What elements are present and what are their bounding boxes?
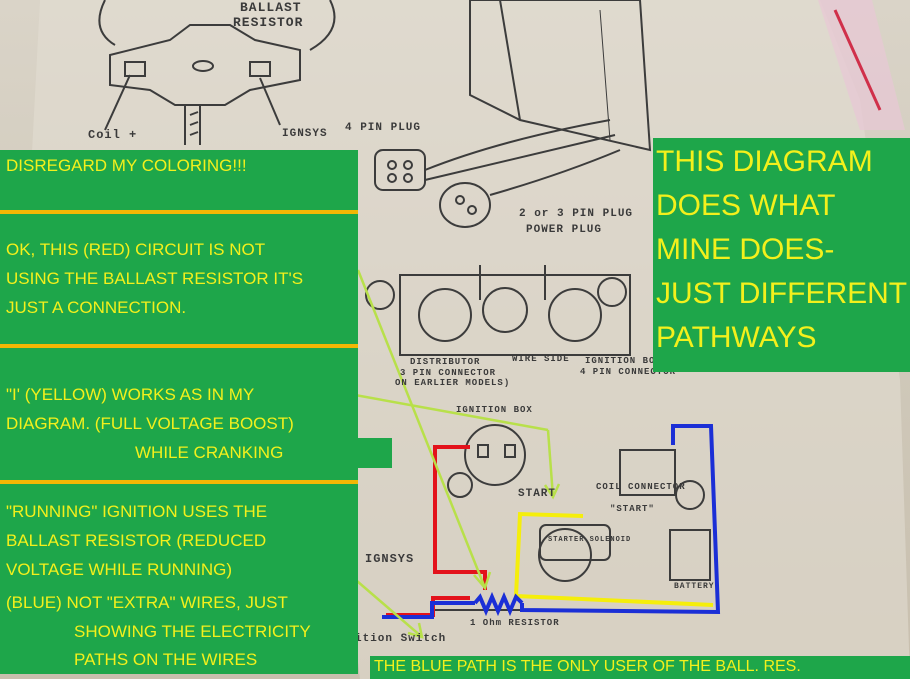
label-ignsys-bottom: IGNSYS <box>365 552 415 566</box>
label-ignsys-top: IGNSYS <box>282 128 328 140</box>
note-red-line1: OK, THIS (RED) CIRCUIT IS NOT <box>6 240 266 259</box>
plug-drawing <box>374 119 621 228</box>
separator-1 <box>0 210 358 214</box>
note-yellow-line1: "I' (YELLOW) WORKS AS IN MY <box>6 385 255 404</box>
note-running-line3: VOLTAGE WHILE RUNNING) <box>6 560 233 579</box>
separator-2 <box>0 344 358 348</box>
notes-panel-bottom: THE BLUE PATH IS THE ONLY USER OF THE BA… <box>370 656 910 679</box>
note-blue-line3: PATHS ON THE WIRES <box>74 650 258 669</box>
label-resistor: RESISTOR <box>233 15 304 30</box>
ignition-box-drawing <box>469 0 652 152</box>
blue-circuit-wire <box>382 601 475 619</box>
ballast-resistor-drawing <box>98 0 336 145</box>
annotation-arrows <box>349 269 561 639</box>
note-right-line2: DOES WHAT <box>656 189 836 222</box>
label-earlier-models: ON EARLIER MODELS) <box>395 378 511 388</box>
notes-panel-left: DISREGARD MY COLORING!!! OK, THIS (RED) … <box>0 150 358 674</box>
blue-circuit-upper <box>520 424 721 615</box>
ballast-resistor-zigzag <box>473 591 524 617</box>
note-blue-line1: (BLUE) NOT "EXTRA" WIRES, JUST <box>6 593 288 612</box>
separator-3 <box>0 480 358 484</box>
label-start: START <box>518 488 557 500</box>
label-start-side: "START" <box>610 504 655 514</box>
note-red-line2: USING THE BALLAST RESISTOR IT'S <box>6 269 304 288</box>
label-four-pin-connector: 4 PIN CONNECTOR <box>580 367 677 377</box>
label-power-plug: POWER PLUG <box>526 224 603 236</box>
label-wire-side: WIRE SIDE <box>512 354 570 364</box>
note-right-line5: PATHWAYS <box>656 321 817 354</box>
label-coil: Coil + <box>88 128 138 142</box>
note-running-line2: BALLAST RESISTOR (REDUCED <box>6 531 267 550</box>
note-running-line1: "RUNNING" IGNITION USES THE <box>6 502 268 521</box>
note-red-line3: JUST A CONNECTION. <box>6 298 187 317</box>
label-ballast: BALLAST <box>240 0 302 15</box>
note-bottom: THE BLUE PATH IS THE ONLY USER OF THE BA… <box>374 658 801 675</box>
label-two-three-pin: 2 or 3 PIN PLUG <box>519 208 634 220</box>
label-ignition-box-mid: IGNITION BOX <box>456 405 533 415</box>
label-battery: BATTERY <box>674 582 715 591</box>
label-ohm-resistor: 1 Ohm RESISTOR <box>470 618 560 628</box>
label-solenoid: STARTER SOLENOID <box>548 536 632 544</box>
label-four-pin-plug: 4 PIN PLUG <box>345 122 422 134</box>
note-right-line3: MINE DOES- <box>656 233 835 266</box>
connector-row-drawing <box>365 265 631 356</box>
note-yellow-line2: DIAGRAM. (FULL VOLTAGE BOOST) <box>6 414 294 433</box>
note-disregard: DISREGARD MY COLORING!!! <box>6 156 247 175</box>
note-blue-line2: SHOWING THE ELECTRICITY <box>74 622 311 641</box>
red-circuit-wire <box>433 445 487 590</box>
label-distributor: DISTRIBUTOR <box>410 357 481 367</box>
label-ignition-switch: ition Switch <box>355 633 447 645</box>
note-right-line1: THIS DIAGRAM <box>656 145 873 178</box>
note-yellow-line3: WHILE CRANKING <box>135 443 284 462</box>
notes-panel-cranking: WHILE CRANKING <box>0 438 392 468</box>
label-coil-connector: COIL CONNECTOR <box>596 482 686 492</box>
note-right-line4: JUST DIFFERENT <box>656 277 908 310</box>
label-ignition-box-4pin: IGNITION BOX <box>585 356 662 366</box>
yellow-circuit-wire <box>513 511 714 607</box>
label-three-pin: 3 PIN CONNECTOR <box>400 368 497 378</box>
notes-panel-right: THIS DIAGRAM DOES WHAT MINE DOES- JUST D… <box>653 138 910 372</box>
